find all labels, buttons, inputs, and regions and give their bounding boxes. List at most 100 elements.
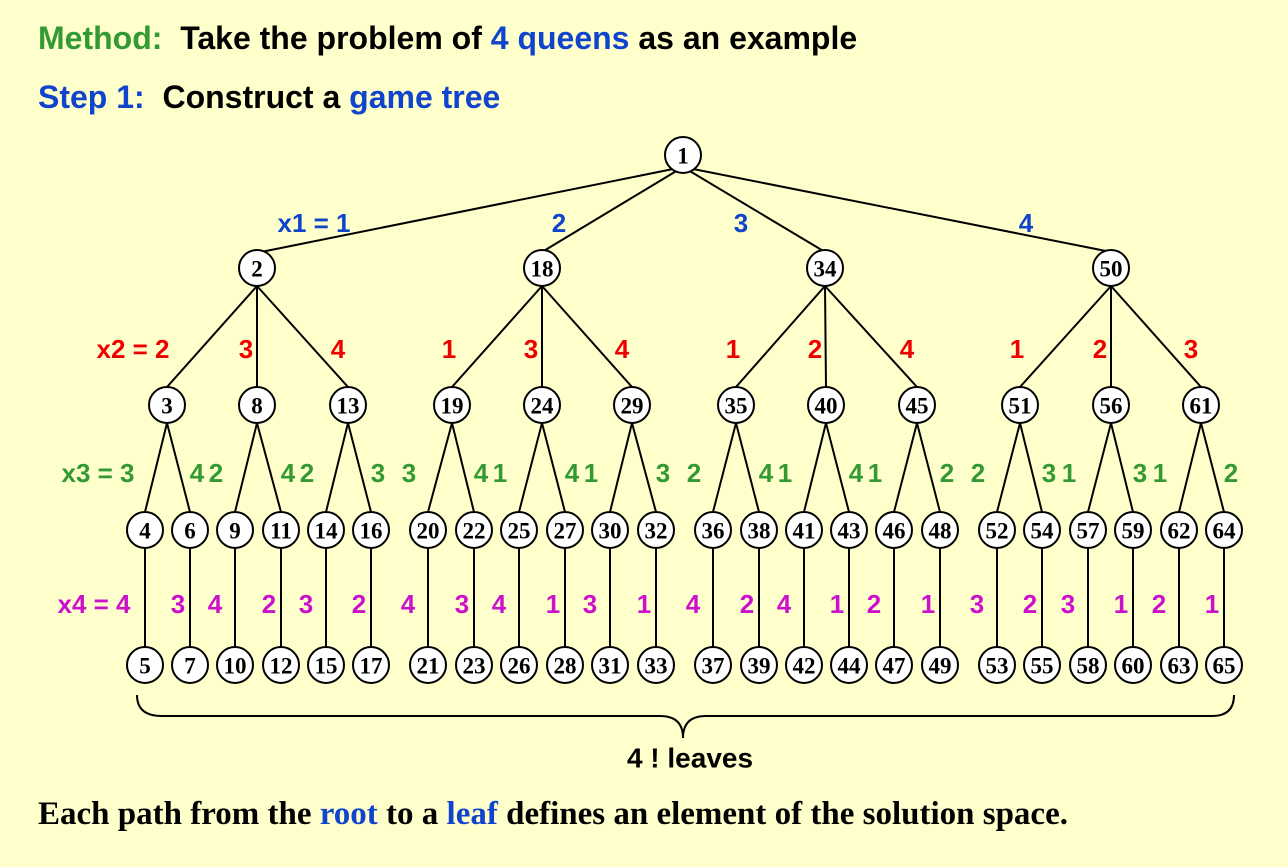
tree-node-label: 4: [139, 519, 151, 544]
tree-edge: [682, 166, 826, 253]
edge-label: 2: [300, 458, 314, 488]
tree-node-label: 65: [1213, 654, 1236, 679]
tree-node-label: 5: [139, 654, 151, 679]
tree-node-circle: [664, 136, 702, 174]
tree-node: 52: [978, 511, 1016, 549]
tree-node: 25: [500, 511, 538, 549]
tree-node-circle: [1114, 511, 1152, 549]
edge-label: 3: [1061, 589, 1075, 619]
tree-node-circle: [591, 511, 629, 549]
tree-node: 49: [921, 646, 959, 684]
tree-node-circle: [216, 646, 254, 684]
tree-node-label: 17: [360, 654, 383, 679]
tree-node: 16: [352, 511, 390, 549]
tree-edge: [1110, 422, 1134, 513]
tree-node-label: 11: [270, 519, 292, 544]
tree-edge: [427, 422, 453, 513]
tree-node-label: 63: [1168, 654, 1191, 679]
tree-node-circle: [806, 249, 844, 287]
tree-node-circle: [500, 511, 538, 549]
edge-label: 3: [171, 589, 185, 619]
tree-node: 43: [830, 511, 868, 549]
tree-edge: [609, 422, 633, 513]
tree-node: 17: [352, 646, 390, 684]
edge-label: 2: [971, 458, 985, 488]
tree-node: 63: [1160, 646, 1198, 684]
tree-node-circle: [352, 646, 390, 684]
tree-node-label: 12: [270, 654, 293, 679]
tree-edge: [256, 285, 349, 388]
tree-node-circle: [126, 511, 164, 549]
tree-node-label: 8: [251, 394, 263, 419]
tree-node-circle: [329, 386, 367, 424]
edge-label: 4: [777, 589, 792, 619]
tree-node-circle: [1001, 386, 1039, 424]
tree-node-circle: [238, 249, 276, 287]
tree-node-label: 24: [531, 394, 555, 419]
tree-node: 3: [148, 386, 186, 424]
edge-label: 3: [455, 589, 469, 619]
tree-node: 36: [694, 511, 732, 549]
tree-node-circle: [1160, 646, 1198, 684]
leaves-count-label: 4 ! leaves: [627, 743, 753, 774]
tree-node-label: 30: [599, 519, 622, 544]
tree-edge: [1110, 285, 1202, 388]
tree-node-label: 52: [986, 519, 1009, 544]
tree-node-label: 57: [1077, 519, 1100, 544]
edge-label: 4: [190, 458, 205, 488]
tree-node-label: 42: [793, 654, 816, 679]
tree-node-circle: [978, 511, 1016, 549]
tree-node-circle: [171, 646, 209, 684]
tree-node: 44: [830, 646, 868, 684]
edge-label: 3: [970, 589, 984, 619]
tree-edge: [1178, 422, 1202, 513]
tree-node-label: 14: [315, 519, 339, 544]
tree-node-circle: [830, 511, 868, 549]
tree-node-label: 35: [725, 394, 748, 419]
edge-label: 3: [402, 458, 416, 488]
edge-label: 3: [656, 458, 670, 488]
tree-node: 14: [307, 511, 345, 549]
edge-label: 2: [209, 458, 223, 488]
tree-node: 35: [717, 386, 755, 424]
tree-edge: [166, 285, 258, 388]
tree-node-circle: [830, 646, 868, 684]
edge-label: 3: [583, 589, 597, 619]
tree-edge: [825, 422, 850, 513]
tree-node: 12: [262, 646, 300, 684]
edge-label: 3: [524, 334, 538, 364]
tree-node-circle: [546, 646, 584, 684]
footer-caption: Each path from the root to a leaf define…: [38, 794, 1068, 834]
tree-node-label: 60: [1122, 654, 1145, 679]
edge-label: 1: [1205, 589, 1219, 619]
tree-node: 26: [500, 646, 538, 684]
edge-label: 3: [1042, 458, 1056, 488]
tree-node: 56: [1092, 386, 1130, 424]
tree-node-circle: [126, 646, 164, 684]
tree-node: 38: [740, 511, 778, 549]
tree-node-circle: [1205, 511, 1243, 549]
tree-node-circle: [1114, 646, 1152, 684]
tree-node-circle: [637, 511, 675, 549]
tree-edge: [1019, 285, 1112, 388]
edge-label: 2: [352, 589, 366, 619]
tree-node: 54: [1023, 511, 1061, 549]
edge-label: 2: [808, 334, 822, 364]
edge-label: 1: [830, 589, 844, 619]
tree-node-circle: [1092, 249, 1130, 287]
tree-node: 37: [694, 646, 732, 684]
tree-node-circle: [898, 386, 936, 424]
tree-node-label: 19: [441, 394, 464, 419]
tree-node: 51: [1001, 386, 1039, 424]
tree-node-circle: [978, 646, 1016, 684]
tree-node: 42: [785, 646, 823, 684]
tree-edge: [1200, 422, 1225, 513]
tree-node-circle: [500, 646, 538, 684]
footer-leaf: leaf: [446, 796, 498, 832]
method-heading: Method: Take the problem of 4 queens as …: [38, 18, 857, 58]
edge-label: 4: [565, 458, 580, 488]
footer-text-end: defines an element of the solution space…: [497, 796, 1068, 832]
tree-node-label: 64: [1213, 519, 1237, 544]
edge-label: 2: [1023, 589, 1037, 619]
